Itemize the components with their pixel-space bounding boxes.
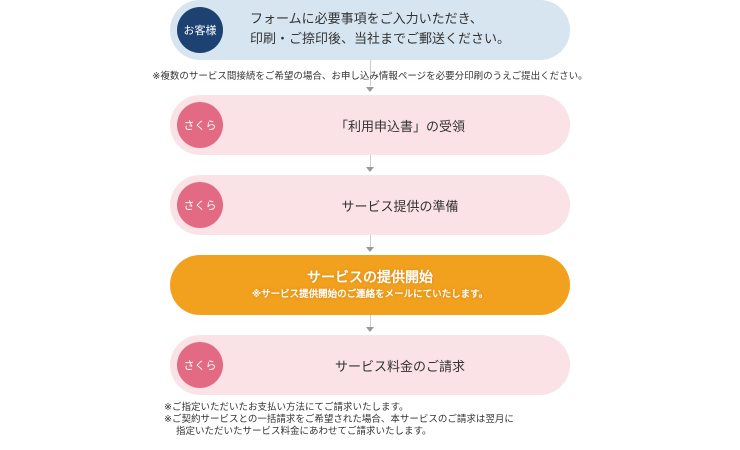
step-customer-text: フォームに必要事項をご入力いただき、 印刷・ご捺印後、当社までご郵送ください。 bbox=[225, 0, 570, 60]
step-service-start: サービスの提供開始 ※サービス提供開始のご連絡をメールにていたします。 bbox=[170, 255, 570, 315]
arrow-down-icon bbox=[366, 87, 374, 92]
connector-line bbox=[370, 235, 371, 247]
connector-line bbox=[370, 60, 371, 86]
step-service-start-text: サービスの提供開始 ※サービス提供開始のご連絡をメールにていたします。 bbox=[170, 255, 570, 315]
customer-badge: お客様 bbox=[177, 7, 223, 53]
multi-connection-note: ※複数のサービス間接続をご希望の場合、お申し込み情報ページを必要分印刷のうえご提… bbox=[152, 71, 588, 82]
billing-notes: ※ご指定いただいたお支払い方法にてご請求いたします。 ※ご契約サービスとの一括請… bbox=[164, 402, 514, 438]
arrow-down-icon bbox=[366, 167, 374, 172]
step-label: サービス提供の準備 bbox=[341, 199, 459, 215]
arrow-down-icon bbox=[366, 327, 374, 332]
billing-note-2-cont: 指定いただいたサービス料金にあわせてご請求いたします。 bbox=[176, 426, 432, 437]
step-label: サービス料金のご請求 bbox=[334, 359, 465, 375]
step-prepare-service: さくら サービス提供の準備 bbox=[170, 175, 570, 235]
step-title: サービスの提供開始 bbox=[307, 270, 433, 286]
step-billing: さくら サービス料金のご請求 bbox=[170, 335, 570, 395]
step-receive-application: さくら 「利用申込書」の受領 bbox=[170, 95, 570, 155]
sakura-badge: さくら bbox=[177, 102, 223, 148]
arrow-down-icon bbox=[366, 247, 374, 252]
connector-line bbox=[370, 155, 371, 167]
connector-line bbox=[370, 315, 371, 327]
step-customer-submit: お客様 フォームに必要事項をご入力いただき、 印刷・ご捺印後、当社までご郵送くだ… bbox=[170, 0, 570, 60]
billing-note-1: ※ご指定いただいたお支払い方法にてご請求いたします。 bbox=[164, 402, 409, 413]
step-customer-line-2: 印刷・ご捺印後、当社までご郵送ください。 bbox=[250, 32, 511, 47]
sakura-badge: さくら bbox=[177, 182, 223, 228]
step-subtitle: ※サービス提供開始のご連絡をメールにていたします。 bbox=[251, 289, 489, 300]
step-customer-line-1: フォームに必要事項をご入力いただき、 bbox=[250, 12, 483, 27]
billing-note-2: ※ご契約サービスとの一括請求をご希望された場合、本サービスのご請求は翌月に bbox=[164, 414, 514, 425]
step-label: 「利用申込書」の受領 bbox=[334, 119, 465, 135]
sakura-badge: さくら bbox=[177, 342, 223, 388]
